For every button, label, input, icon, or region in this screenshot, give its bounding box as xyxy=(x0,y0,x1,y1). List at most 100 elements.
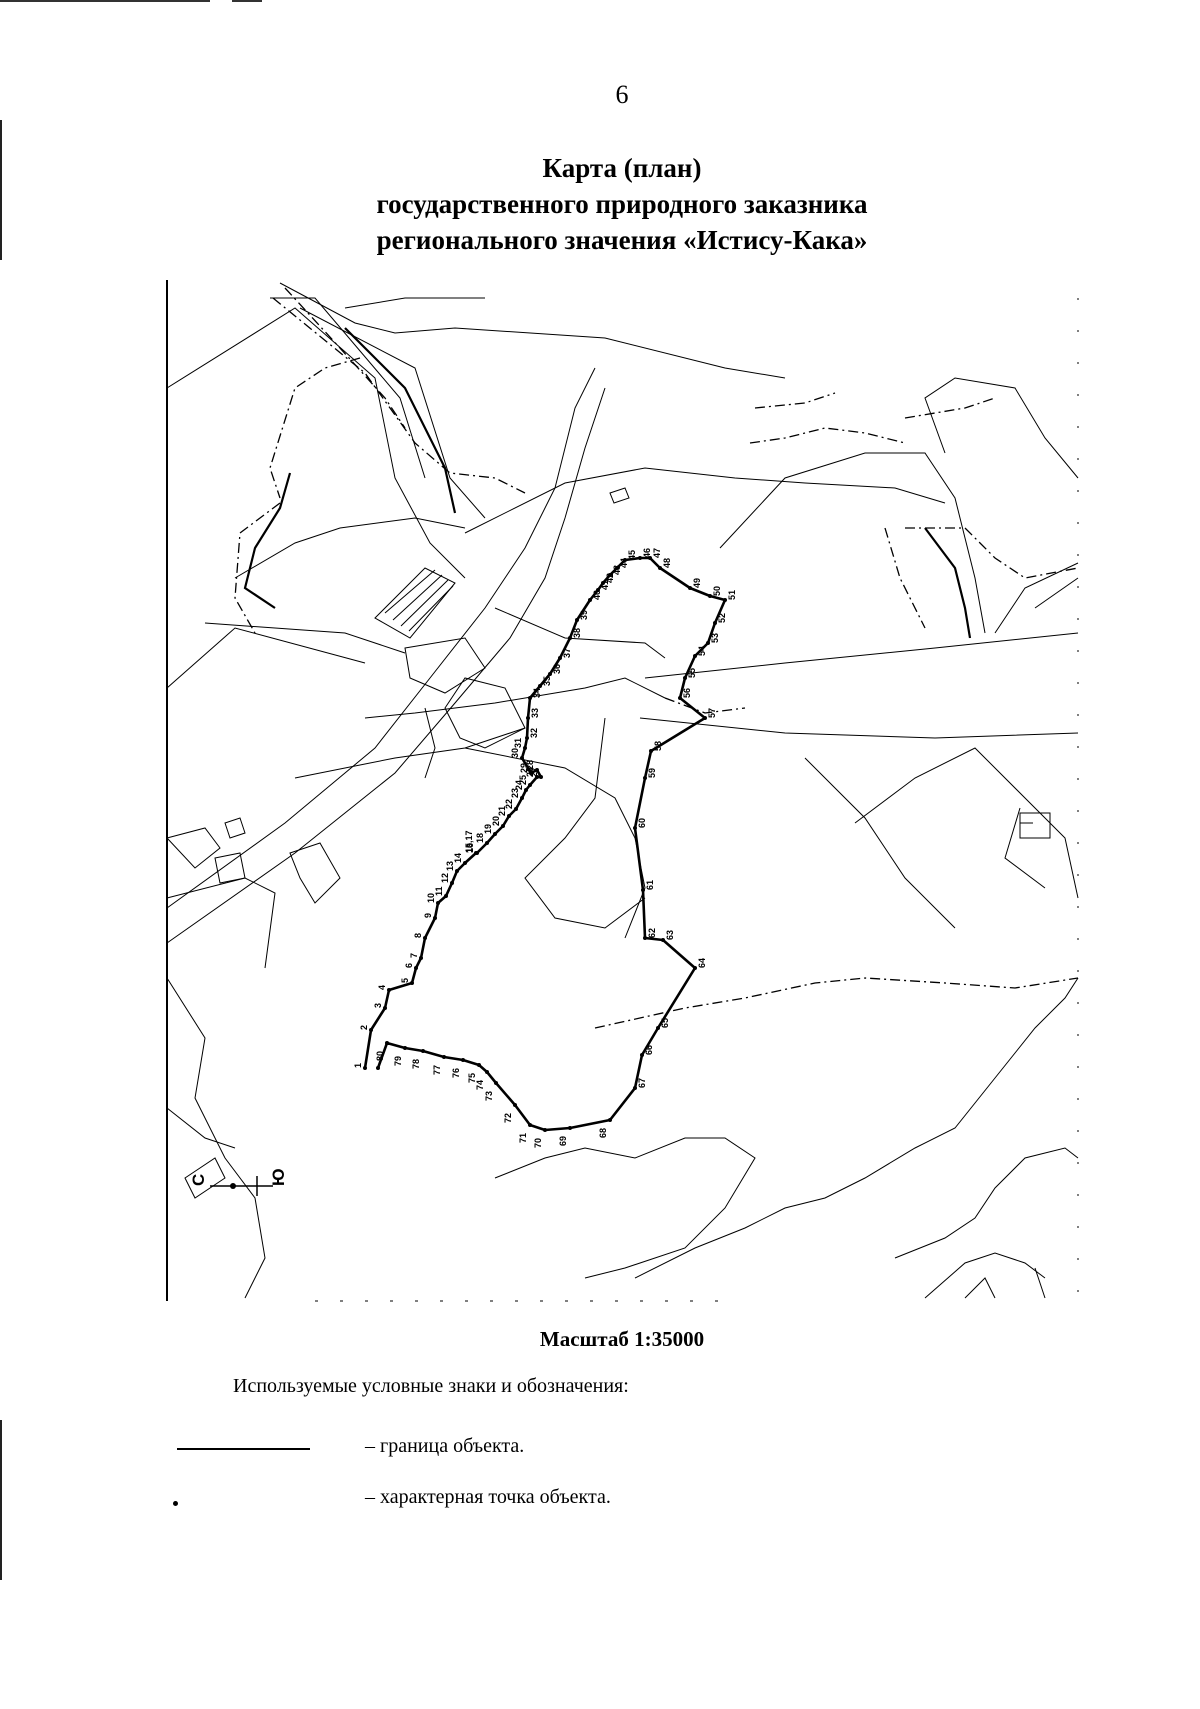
boundary-points xyxy=(363,556,727,1132)
boundary-point-label: 66 xyxy=(644,1045,654,1055)
boundary-point-label: 78 xyxy=(411,1059,421,1069)
boundary-point-label: 46 xyxy=(642,548,652,558)
boundary-point-label: 75 xyxy=(467,1073,477,1083)
boundary-point xyxy=(615,566,619,570)
parcel-outline xyxy=(464,467,946,534)
hatch-line xyxy=(384,569,454,632)
boundary-point-label: 73 xyxy=(484,1091,494,1101)
boundary-point xyxy=(723,598,727,602)
boundary-point-label: 24 xyxy=(514,780,524,790)
boundary-point xyxy=(623,558,627,562)
admin-boundary-line xyxy=(749,427,906,444)
boundary-point-label: 30 xyxy=(510,748,520,758)
boundary-point xyxy=(608,573,612,577)
boundary-point xyxy=(513,1103,517,1107)
boundary-point xyxy=(436,901,440,905)
boundary-point xyxy=(383,1006,387,1010)
scan-edge-top xyxy=(232,0,262,2)
parcel-outline xyxy=(184,1157,226,1199)
boundary-point-label: 65 xyxy=(660,1018,670,1028)
boundary-point-label: 28 xyxy=(525,760,535,770)
boundary-point-label: 2 xyxy=(359,1025,369,1030)
admin-boundary-line xyxy=(272,297,526,494)
boundary-point-label: 43 xyxy=(612,565,622,575)
major-road xyxy=(243,327,972,639)
boundary-point xyxy=(661,938,665,942)
boundary-point xyxy=(385,1041,389,1045)
boundary-point xyxy=(423,936,427,940)
boundary-point-label: 40 xyxy=(592,590,602,600)
boundary-point-label: 47 xyxy=(652,548,662,558)
boundary-point-label: 41 xyxy=(600,580,610,590)
shore-line xyxy=(894,1147,1079,1259)
parcel-outline xyxy=(166,1107,236,1149)
scan-edge-top xyxy=(0,0,210,2)
boundary-point xyxy=(485,841,489,845)
boundary-point-label: 3 xyxy=(373,1003,383,1008)
boundary-point-label: 38 xyxy=(572,628,582,638)
page-number: 6 xyxy=(615,80,629,109)
boundary-point-label: 23 xyxy=(510,788,520,798)
parcel-outline xyxy=(289,842,341,904)
boundary-point xyxy=(523,746,527,750)
parcel-outline xyxy=(234,517,466,579)
road-line xyxy=(924,527,972,639)
boundary-point xyxy=(588,598,592,602)
boundary-point-labels: 123456789101112131415,171618192021222324… xyxy=(353,548,737,1148)
parcel-outline xyxy=(270,297,426,479)
road-line xyxy=(344,327,457,514)
boundary-point xyxy=(525,736,529,740)
boundary-point-label: 72 xyxy=(503,1113,513,1123)
boundary-point-label: 33 xyxy=(530,708,540,718)
parcel-outline xyxy=(639,717,1079,739)
title-line-3: регионального значения «Истису-Кака» xyxy=(376,225,868,255)
admin-boundary-line xyxy=(594,977,1079,1029)
boundary-point xyxy=(535,768,539,772)
boundary-point-label: 19 xyxy=(483,824,493,834)
boundary-point xyxy=(658,566,662,570)
boundary-point xyxy=(514,807,518,811)
boundary-point xyxy=(528,783,532,787)
parcel-outline xyxy=(994,562,1079,634)
boundary-point xyxy=(708,594,712,598)
boundary-point xyxy=(387,988,391,992)
boundary-point xyxy=(455,869,459,873)
parcel-outline xyxy=(404,637,486,694)
shore-line xyxy=(1034,1267,1046,1299)
boundary-point xyxy=(678,696,682,700)
legend-boundary-text: – граница объекта. xyxy=(365,1435,525,1457)
boundary-point xyxy=(568,1126,572,1130)
boundary-point-label: 67 xyxy=(637,1078,647,1088)
boundary-point-label: 64 xyxy=(697,958,707,968)
boundary-point xyxy=(543,1128,547,1132)
compass-north-label: С xyxy=(189,1174,208,1186)
boundary-point-label: 37 xyxy=(562,648,572,658)
admin-boundary-line xyxy=(754,392,836,409)
boundary-point xyxy=(643,936,647,940)
boundary-point xyxy=(638,556,642,560)
boundary-point-label: 61 xyxy=(645,880,655,890)
boundary-point xyxy=(683,676,687,680)
boundary-point xyxy=(648,556,652,560)
parcel-outline xyxy=(494,607,666,659)
boundary-point xyxy=(524,788,528,792)
parcel-outline xyxy=(1004,807,1046,889)
boundary-point-label: 35 xyxy=(542,676,552,686)
reserve-boundary xyxy=(363,556,727,1132)
boundary-point xyxy=(444,894,448,898)
boundary-point xyxy=(485,1070,489,1074)
boundary-point-label: 18 xyxy=(475,833,485,843)
boundary-point-label: 49 xyxy=(692,578,702,588)
boundary-point xyxy=(633,826,637,830)
parcel-outline xyxy=(1034,577,1079,609)
boundary-point xyxy=(538,684,542,688)
boundary-point-label: 62 xyxy=(647,928,657,938)
boundary-point xyxy=(520,796,524,800)
boundary-point-label: 11 xyxy=(434,886,444,896)
boundary-point-label: 39 xyxy=(579,610,589,620)
shore-line xyxy=(964,1277,996,1299)
reserve-map: 123456789101112131415,171618192021222324… xyxy=(166,280,1079,1302)
map-scale: Масштаб 1:35000 xyxy=(539,1327,705,1351)
parcel-outline xyxy=(644,632,1079,679)
boundary-point xyxy=(693,654,697,658)
